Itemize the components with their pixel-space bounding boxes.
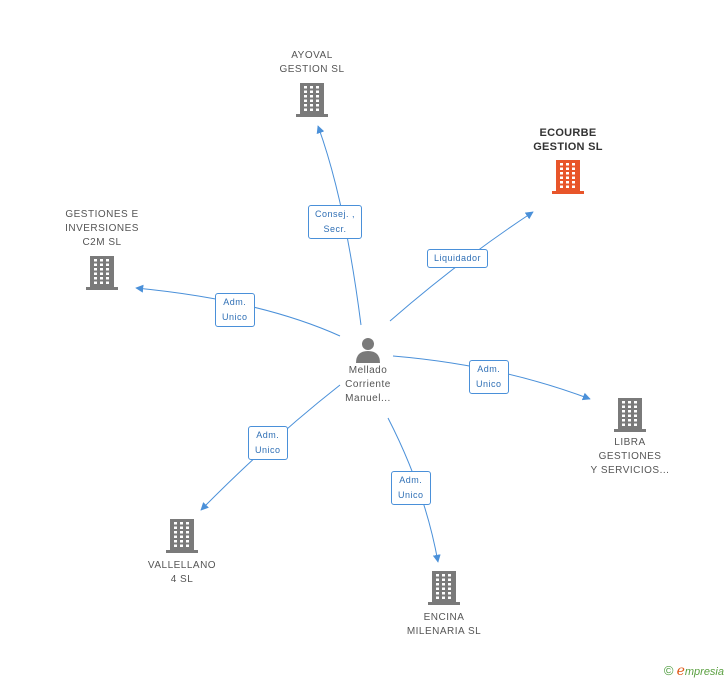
- brand-name: mpresia: [684, 666, 724, 678]
- person-label: Mellado Corriente Manuel...: [345, 365, 391, 404]
- brand-logo-initial: e: [676, 663, 685, 679]
- role-label-vallellano[interactable]: Adm. Unico: [248, 426, 288, 460]
- company-node-gestiones[interactable]: GESTIONES E INVERSIONES C2M SL: [42, 208, 162, 290]
- person-node[interactable]: Mellado Corriente Manuel...: [318, 336, 418, 406]
- building-icon: [166, 519, 198, 553]
- role-label-ayoval[interactable]: Consej. , Secr.: [308, 205, 363, 239]
- role-label-libra[interactable]: Adm. Unico: [469, 360, 509, 394]
- company-node-ecourbe[interactable]: ECOURBE GESTION SL: [508, 126, 628, 194]
- person-icon: [356, 338, 380, 363]
- building-icon: [86, 256, 118, 290]
- company-node-ayoval[interactable]: AYOVAL GESTION SL: [252, 49, 372, 117]
- company-label: VALLELLANO 4 SL: [147, 560, 217, 585]
- company-label: AYOVAL GESTION SL: [279, 50, 345, 75]
- role-label-gestiones[interactable]: Adm. Unico: [215, 293, 255, 327]
- role-label-encina[interactable]: Adm. Unico: [391, 471, 431, 505]
- building-icon: [614, 398, 646, 432]
- company-label: ECOURBE GESTION SL: [533, 127, 603, 153]
- company-label: GESTIONES E INVERSIONES C2M SL: [65, 209, 139, 248]
- footer-brand: © empresia: [664, 663, 724, 679]
- role-label-ecourbe[interactable]: Liquidador: [427, 249, 489, 268]
- building-icon: [428, 571, 460, 605]
- copyright-symbol: ©: [663, 663, 674, 678]
- company-node-encina[interactable]: ENCINA MILENARIA SL: [384, 571, 504, 639]
- company-node-vallellano[interactable]: VALLELLANO 4 SL: [122, 519, 242, 587]
- building-icon: [552, 160, 584, 194]
- building-icon: [296, 83, 328, 117]
- company-label: LIBRA GESTIONES Y SERVICIOS...: [590, 437, 670, 476]
- company-label: ENCINA MILENARIA SL: [406, 612, 482, 637]
- company-node-libra[interactable]: LIBRA GESTIONES Y SERVICIOS...: [570, 398, 690, 478]
